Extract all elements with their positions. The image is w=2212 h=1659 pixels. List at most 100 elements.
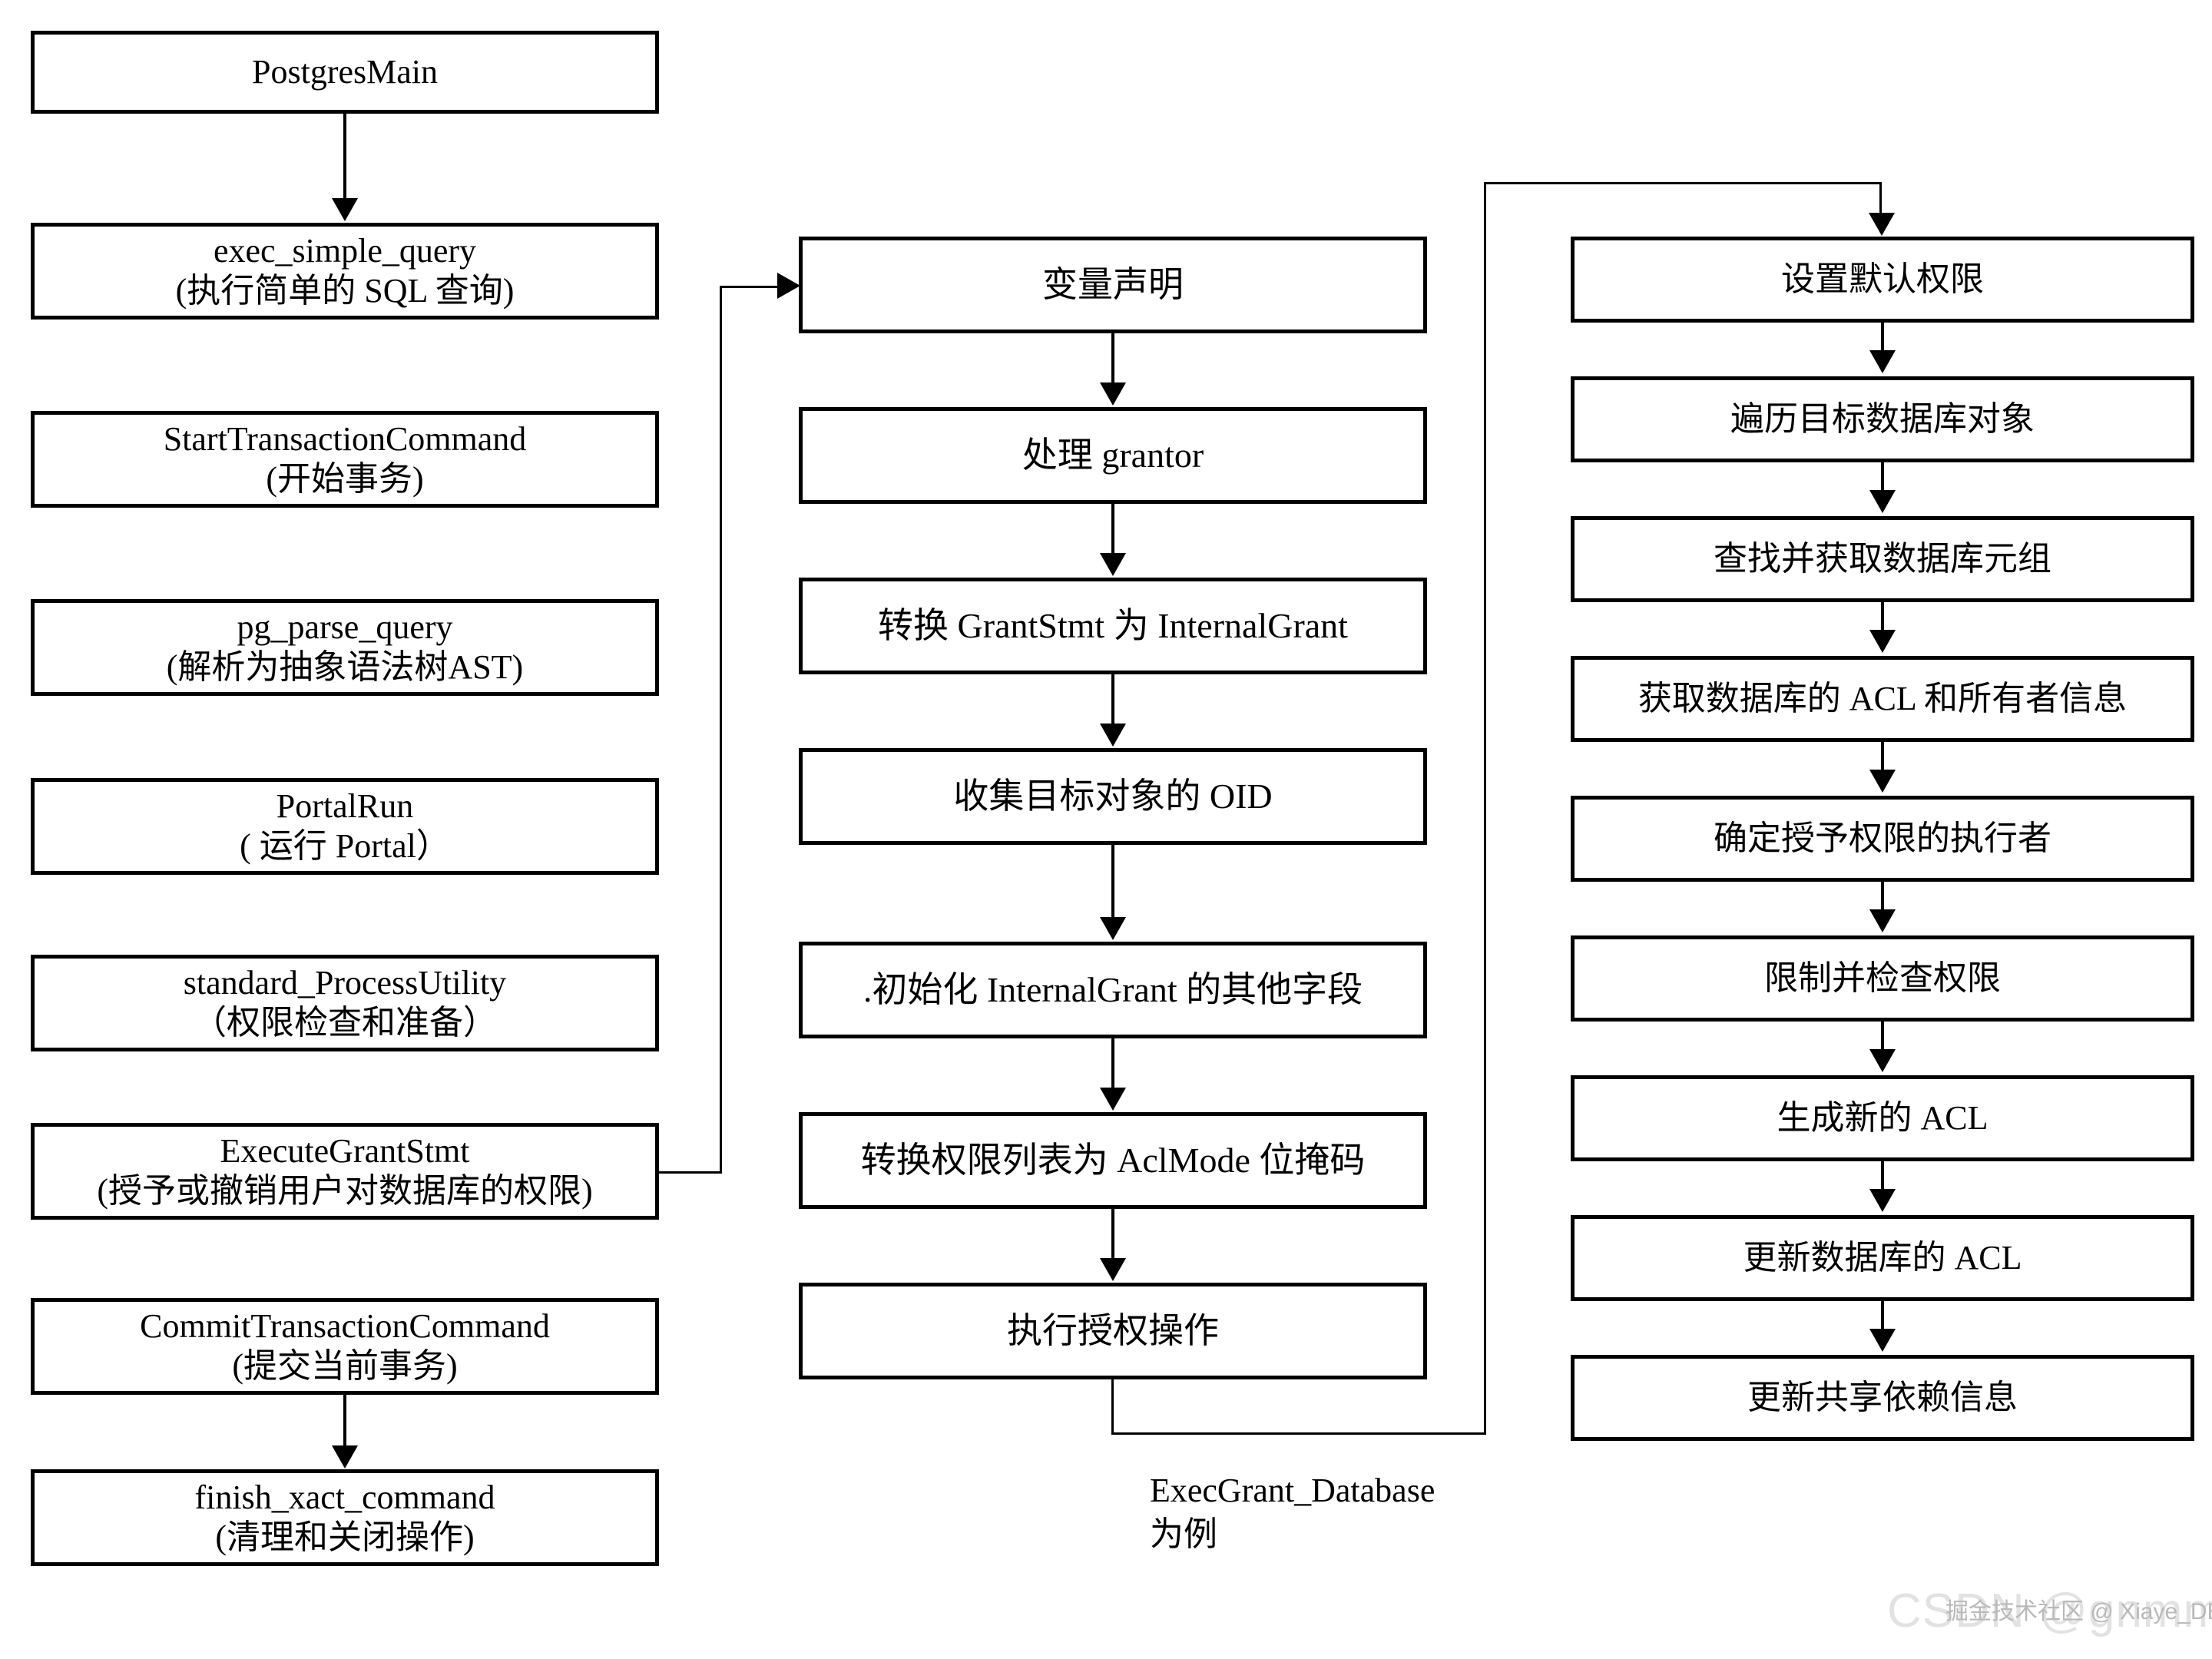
- arrowhead-right: [777, 273, 800, 299]
- node-label-line1: 查找并获取数据库元组: [1714, 540, 2051, 578]
- watermark-csdn: CSDN @gnmmnjj: [1887, 1584, 2212, 1637]
- edge-mid-3-4: [1111, 674, 1114, 725]
- edge-postgresmain-to-execsimplequery: [343, 114, 346, 200]
- edge-mid-1-2: [1111, 333, 1114, 384]
- edge-right-2-3: [1881, 462, 1884, 492]
- node-label-line1: CommitTransactionCommand: [140, 1307, 550, 1346]
- node-get-db-acl-and-owner: 获取数据库的 ACL 和所有者信息: [1571, 656, 2194, 742]
- node-portal-run: PortalRun ( 运行 Portal）: [31, 778, 659, 875]
- node-label-line1: 执行授权操作: [1007, 1310, 1219, 1350]
- edge-right-6-7: [1881, 1022, 1884, 1051]
- node-label-line1: ExecuteGrantStmt: [220, 1132, 470, 1171]
- node-label-line1: 生成新的 ACL: [1777, 1099, 1988, 1137]
- node-label-line1: pg_parse_query: [237, 608, 453, 647]
- node-execute-grant-stmt: ExecuteGrantStmt (授予或撤销用户对数据库的权限): [31, 1123, 659, 1220]
- node-convert-grantstmt: 转换 GrantStmt 为 InternalGrant: [799, 578, 1427, 674]
- node-iterate-target-db-objects: 遍历目标数据库对象: [1571, 376, 2194, 462]
- watermark-juejin: 掘金技术社区 @ Xiaye_DB: [1945, 1599, 2212, 1624]
- edge-mid-6-7: [1111, 1209, 1114, 1260]
- edge-mid-to-right-v3: [1879, 182, 1882, 214]
- arrowhead-down: [1100, 724, 1126, 747]
- edge-executegrant-to-middle-v: [720, 286, 722, 1174]
- arrowhead-down: [1869, 350, 1896, 373]
- arrowhead-down: [1100, 382, 1126, 406]
- node-label-line1: finish_xact_command: [194, 1479, 495, 1517]
- node-label-line2: ( 运行 Portal）: [240, 827, 450, 865]
- node-label-line1: PostgresMain: [252, 53, 438, 91]
- arrowhead-down: [1869, 630, 1896, 653]
- node-label-line1: 更新数据库的 ACL: [1743, 1239, 2022, 1277]
- node-convert-privlist-aclmode: 转换权限列表为 AclMode 位掩码: [799, 1112, 1427, 1209]
- node-label-line1: exec_simple_query: [213, 232, 477, 270]
- node-label-line1: .初始化 InternalGrant 的其他字段: [863, 969, 1363, 1009]
- node-label-line2: (清理和关闭操作): [215, 1518, 475, 1556]
- node-start-transaction-command: StartTransactionCommand (开始事务): [31, 411, 659, 508]
- arrowhead-down: [1869, 770, 1896, 793]
- node-update-shared-dependency: 更新共享依赖信息: [1571, 1355, 2194, 1441]
- node-label-line2: (开始事务): [266, 460, 424, 498]
- node-label-line2: (执行简单的 SQL 查询): [175, 272, 515, 310]
- node-label-line2: (解析为抽象语法树AST): [166, 648, 524, 686]
- node-postgres-main: PostgresMain: [31, 31, 659, 114]
- node-label-line1: 转换 GrantStmt 为 InternalGrant: [878, 605, 1348, 645]
- edge-commit-to-finish: [343, 1395, 346, 1447]
- node-exec-simple-query: exec_simple_query (执行简单的 SQL 查询): [31, 223, 659, 320]
- arrowhead-down: [1869, 909, 1896, 932]
- node-label-line1: 更新共享依赖信息: [1747, 1379, 2018, 1417]
- node-pg-parse-query: pg_parse_query (解析为抽象语法树AST): [31, 599, 659, 696]
- arrowhead-down: [1869, 490, 1896, 513]
- node-label-line1: 转换权限列表为 AclMode 位掩码: [860, 1140, 1366, 1180]
- node-label-line1: standard_ProcessUtility: [183, 964, 507, 1002]
- edge-right-5-6: [1881, 882, 1884, 911]
- node-handle-grantor: 处理 grantor: [799, 407, 1427, 504]
- edge-mid-4-5: [1111, 845, 1114, 919]
- diagram-caption: ExecGrant_Database 为例: [1150, 1472, 1435, 1554]
- node-label-line1: 变量声明: [1042, 264, 1184, 304]
- arrowhead-down: [332, 1445, 358, 1469]
- edge-right-1-2: [1881, 323, 1884, 352]
- node-label-line2: (授予或撤销用户对数据库的权限): [97, 1172, 593, 1210]
- arrowhead-down: [1100, 1088, 1126, 1111]
- edge-right-3-4: [1881, 602, 1884, 631]
- node-label-line1: 获取数据库的 ACL 和所有者信息: [1637, 680, 2128, 718]
- arrowhead-down: [1100, 553, 1126, 576]
- node-label-line1: 处理 grantor: [1022, 435, 1204, 475]
- node-collect-object-oid: 收集目标对象的 OID: [799, 748, 1427, 845]
- node-commit-transaction-command: CommitTransactionCommand (提交当前事务): [31, 1298, 659, 1395]
- arrowhead-down: [1869, 1049, 1896, 1072]
- node-standard-process-utility: standard_ProcessUtility （权限检查和准备）: [31, 955, 659, 1051]
- arrowhead-down: [1869, 213, 1895, 236]
- arrowhead-down: [1869, 1189, 1896, 1212]
- edge-mid-to-right-v1: [1111, 1379, 1114, 1435]
- node-variable-declaration: 变量声明: [799, 237, 1427, 333]
- edge-right-8-9: [1881, 1301, 1884, 1330]
- node-set-default-privileges: 设置默认权限: [1571, 237, 2194, 323]
- edge-right-4-5: [1881, 742, 1884, 771]
- node-determine-grantor: 确定授予权限的执行者: [1571, 796, 2194, 882]
- node-label-line1: 遍历目标数据库对象: [1730, 400, 2035, 439]
- edge-executegrant-to-middle-h2: [720, 286, 793, 288]
- node-generate-new-acl: 生成新的 ACL: [1571, 1075, 2194, 1161]
- arrowhead-down: [332, 198, 358, 221]
- edge-right-7-8: [1881, 1161, 1884, 1190]
- node-label-line1: 限制并检查权限: [1764, 959, 2001, 998]
- node-label-line1: StartTransactionCommand: [163, 420, 527, 459]
- node-label-line2: (提交当前事务): [232, 1347, 458, 1385]
- edge-executegrant-to-middle-h1: [657, 1171, 722, 1174]
- node-finish-xact-command: finish_xact_command (清理和关闭操作): [31, 1469, 659, 1566]
- node-execute-grant-operation: 执行授权操作: [799, 1283, 1427, 1379]
- node-label-line1: PortalRun: [276, 787, 414, 826]
- edge-mid-2-3: [1111, 504, 1114, 555]
- node-label-line2: （权限检查和准备）: [193, 1004, 497, 1041]
- node-init-internalgrant-fields: .初始化 InternalGrant 的其他字段: [799, 942, 1427, 1038]
- node-label-line1: 确定授予权限的执行者: [1714, 820, 2051, 858]
- arrowhead-down: [1100, 917, 1126, 940]
- node-find-fetch-db-tuple: 查找并获取数据库元组: [1571, 516, 2194, 602]
- arrowhead-down: [1100, 1258, 1126, 1281]
- node-label-line1: 设置默认权限: [1781, 260, 1984, 299]
- edge-mid-to-right-h2: [1484, 182, 1881, 184]
- node-label-line1: 收集目标对象的 OID: [953, 776, 1273, 816]
- arrowhead-down: [1869, 1329, 1896, 1352]
- node-update-db-acl: 更新数据库的 ACL: [1571, 1215, 2194, 1301]
